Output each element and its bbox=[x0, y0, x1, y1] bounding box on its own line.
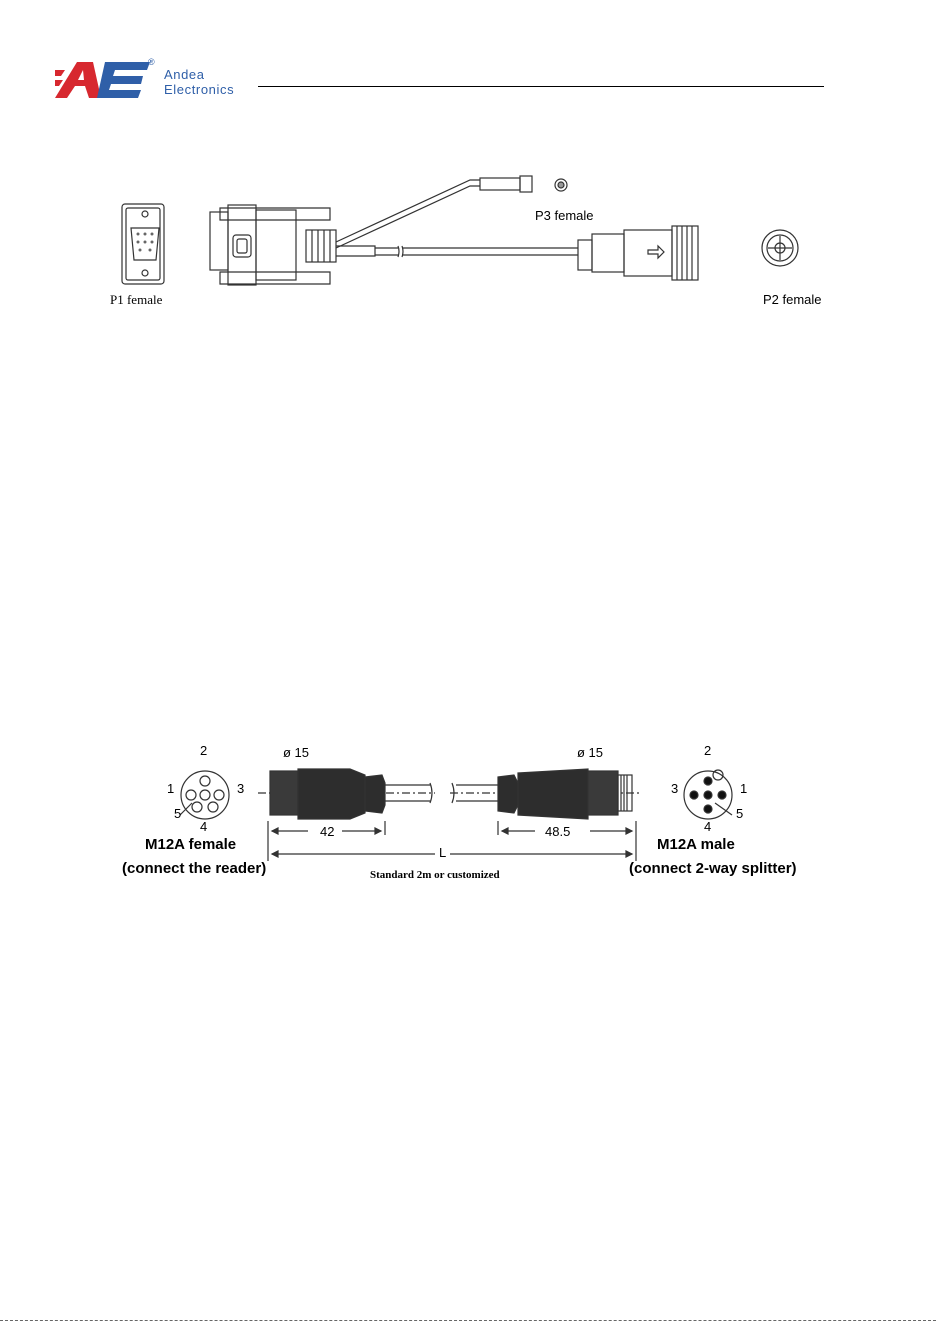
splitter-cable-drawing bbox=[100, 160, 840, 320]
female-pin-4: 4 bbox=[200, 819, 207, 834]
female-pin-5: 5 bbox=[174, 806, 181, 821]
p1-db9-connector-face bbox=[122, 204, 164, 284]
right-connector-body bbox=[450, 769, 640, 819]
brand-name-line1: Andea bbox=[164, 67, 205, 82]
header-rule bbox=[258, 86, 824, 87]
left-diameter-label: ø 15 bbox=[283, 745, 309, 760]
m12a-female-face bbox=[180, 771, 229, 819]
male-pin-1: 1 bbox=[740, 781, 747, 796]
p2-label: P2 female bbox=[763, 292, 822, 307]
p1-label: P1 female bbox=[110, 292, 162, 308]
brand-name-line2: Electronics bbox=[164, 82, 234, 97]
registered-mark: ® bbox=[148, 57, 155, 67]
left-connector-body bbox=[258, 769, 435, 819]
female-pin-1: 1 bbox=[167, 781, 174, 796]
p3-label: P3 female bbox=[535, 208, 594, 223]
footer-rule bbox=[0, 1320, 936, 1321]
figure2-caption: Standard 2m or customized bbox=[370, 869, 500, 881]
right-diameter-label: ø 15 bbox=[577, 745, 603, 760]
female-pin-2: 2 bbox=[200, 743, 207, 758]
male-pin-2: 2 bbox=[704, 743, 711, 758]
right-length-label: 48.5 bbox=[545, 824, 570, 839]
male-title: M12A male bbox=[657, 836, 735, 853]
female-title: M12A female bbox=[145, 836, 236, 853]
female-pin-3: 3 bbox=[237, 781, 244, 796]
male-subtitle: (connect 2-way splitter) bbox=[629, 860, 797, 877]
db9-body bbox=[210, 205, 336, 285]
male-pin-3: 3 bbox=[671, 781, 678, 796]
m12a-male-face bbox=[684, 770, 732, 819]
male-pin-5: 5 bbox=[736, 806, 743, 821]
male-pin-4: 4 bbox=[704, 819, 711, 834]
total-length-label: L bbox=[439, 845, 446, 860]
left-length-label: 42 bbox=[320, 824, 334, 839]
female-subtitle: (connect the reader) bbox=[122, 860, 266, 877]
